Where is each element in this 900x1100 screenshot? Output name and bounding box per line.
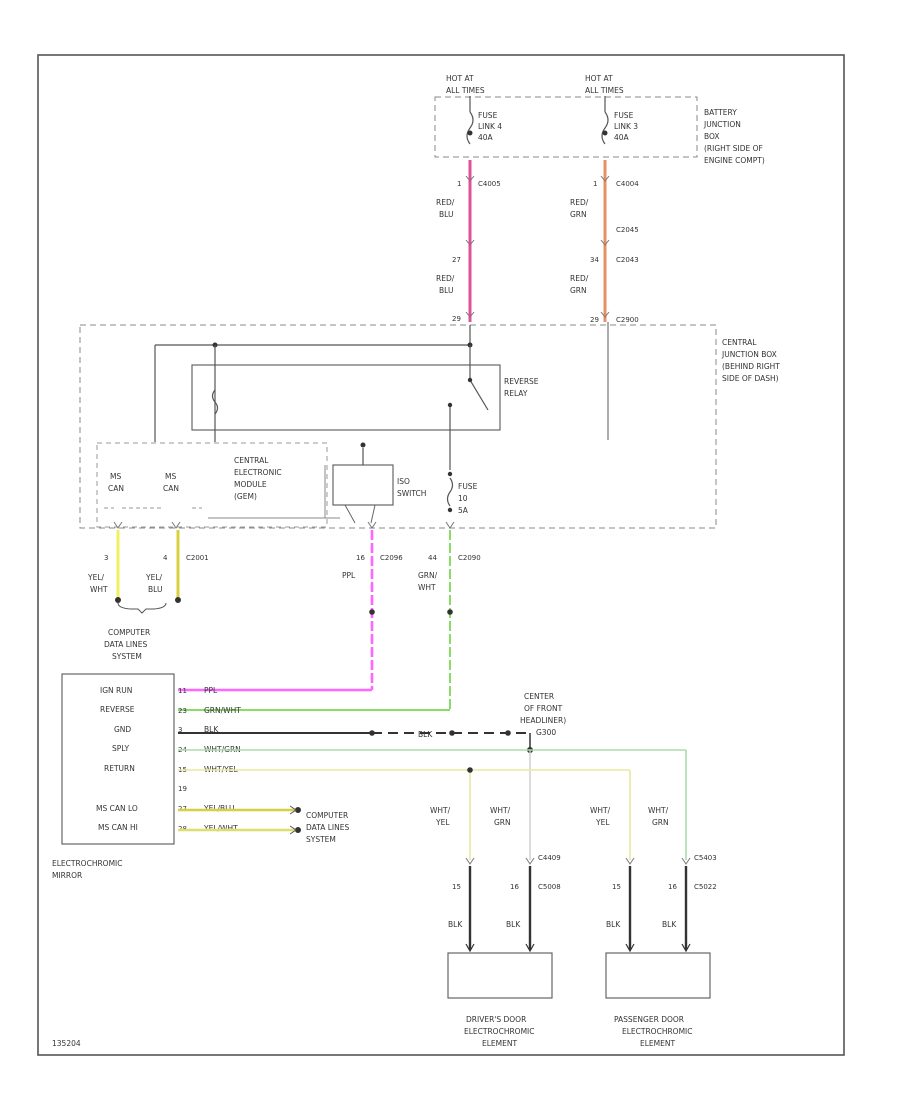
wire-label-y2: YEL/BLU [145,573,162,594]
conn-r2b: C2043 [616,256,639,264]
wire-label-dy: WHT/YEL [430,806,451,827]
reverse-relay [191,364,501,431]
pin-y2: 4 [163,554,168,562]
conn-g: C2090 [458,554,481,562]
conn-d2: C5008 [538,883,561,891]
blk-p2: BLK [662,920,677,929]
pin-l3: 29 [452,315,461,323]
mirror-row-7: MS CAN LO [96,804,138,813]
conn-r1: C4004 [616,180,639,188]
blk-mid-label: BLK [418,730,433,739]
pin-d2: 16 [510,883,519,891]
conn-door-driver: C4409 [538,854,561,862]
gem-module [96,442,328,528]
blk-d1: BLK [448,920,463,929]
wire-label-dg: WHT/GRN [490,806,511,827]
pin-p1: 15 [612,883,621,891]
pin-d1: 15 [452,883,461,891]
driver-door-element [447,952,553,999]
diagram-code: 135204 [52,1039,81,1048]
passenger-door-element [605,952,711,999]
pin-p: 16 [356,554,365,562]
wire-label-g: GRN/WHT [418,571,438,592]
feed-left-red-blu: 1 C4005 RED/BLU 27 RED/BLU 29 [436,160,501,323]
conn-y: C2001 [186,554,209,562]
conn-p2: C5022 [694,883,717,891]
wire-label-y1: YEL/WHT [87,573,108,594]
wire-label-l1: RED/BLU [436,198,455,219]
electrochromic-mirror: IGN RUN REVERSE GND SPLY RETURN MS CAN L… [52,673,687,880]
pin-r3: 29 [590,316,599,324]
conn-l1: C4005 [478,180,501,188]
mirror-wire-7: YEL/BLU [203,804,234,813]
pin-y1: 3 [104,554,108,562]
wire-label-l2: RED/BLU [436,274,455,295]
wire-label-r2: RED/GRN [570,274,589,295]
pin-p2: 16 [668,883,677,891]
wire-label-py: WHT/YEL [590,806,611,827]
wire-label-pg: WHT/GRN [648,806,669,827]
pin-g: 44 [428,554,437,562]
mirror-row-2: REVERSE [100,705,135,714]
blk-p1: BLK [606,920,621,929]
mirror-row-8: MS CAN HI [98,823,138,832]
mirror-pin-2: 23 [178,707,187,715]
wire-label-p: PPL [342,571,356,580]
conn-p: C2096 [380,554,403,562]
conn-r3: C2900 [616,316,639,324]
pin-r2: 34 [590,256,599,264]
wire-label-r1: RED/GRN [570,198,589,219]
mirror-pin-3: 3 [178,726,182,734]
ppl-and-grn-wires: 16 C2096 PPL 44 C2090 GRN/WHT [178,530,481,711]
iso-switch [332,464,394,506]
mirror-wire-3: BLK [204,725,219,734]
pin-l1: 1 [457,180,461,188]
mirror-row-3: GND [114,725,131,734]
mirror-row-5: RETURN [104,764,135,773]
pin-l2: 27 [452,256,461,264]
mirror-pin-1: 11 [178,687,187,695]
mirror-wire-2: GRN/WHT [204,706,241,715]
conn-door-passenger: C5403 [694,854,717,862]
mirror-pin-6: 19 [178,785,187,793]
pin-r1: 1 [593,180,597,188]
blk-d2: BLK [506,920,521,929]
mirror-wire-8: YEL/WHT [203,824,238,833]
mirror-wire-1: PPL [204,686,218,695]
door-elements: WHT/YEL WHT/GRN WHT/YEL WHT/GRN C4409 C5… [430,806,717,1048]
conn-r2: C2045 [616,226,639,234]
feed-right-red-grn: 1 C4004 RED/GRN C2045 34 C2043 RED/GRN 2… [570,160,639,440]
diagram-frame [37,54,845,1056]
mirror-row-4: SPLY [112,744,129,753]
mirror-row-1: IGN RUN [100,686,132,695]
